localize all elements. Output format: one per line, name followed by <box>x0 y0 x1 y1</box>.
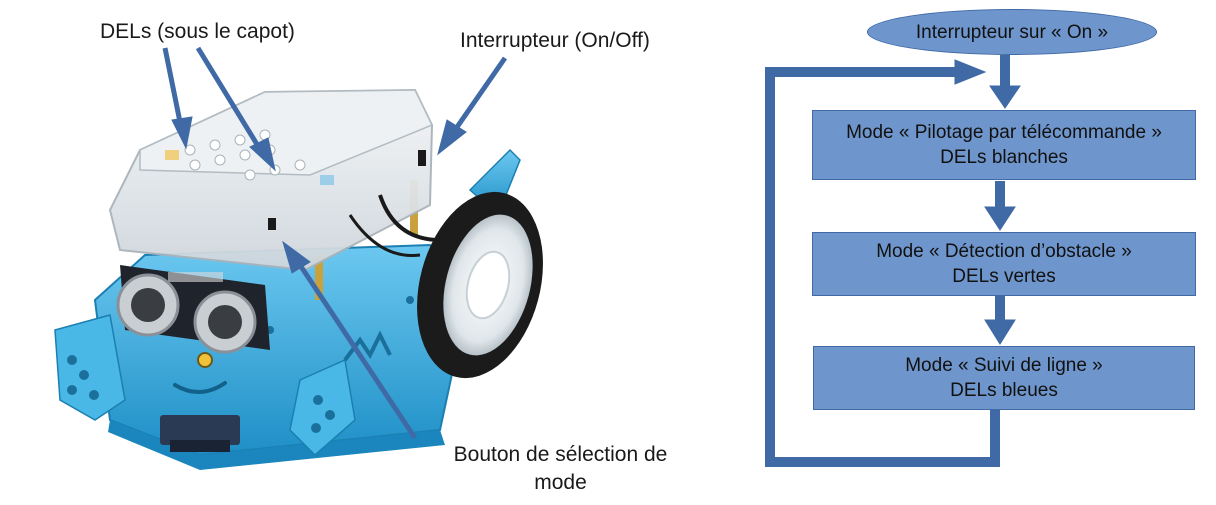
arrowhead-3 <box>984 319 1016 345</box>
arrowhead-1 <box>989 85 1021 109</box>
robot-illustration <box>54 46 543 470</box>
mode-button-label-line2: mode <box>534 471 587 494</box>
switch-label: Interrupteur (On/Off) <box>460 29 650 52</box>
step-3-title: Mode « Suivi de ligne » <box>905 355 1103 376</box>
mode-button-label-line1: Bouton de sélection de <box>453 443 668 466</box>
line-follower-sensor <box>160 415 240 452</box>
wheel <box>417 191 543 379</box>
ultrasonic-sensor <box>116 265 270 368</box>
leds-label: DELs (sous le capot) <box>100 20 295 43</box>
step-2-title: Mode « Détection d’obstacle » <box>876 241 1132 262</box>
annotation-arrows <box>162 46 508 440</box>
step-3-leds: DELs bleues <box>950 380 1058 401</box>
step-1-leds: DELs blanches <box>940 147 1068 168</box>
step-1-title: Mode « Pilotage par télécommande » <box>846 122 1162 143</box>
loop-back-line <box>765 67 1000 467</box>
start-node: Interrupteur sur « On » <box>867 9 1157 55</box>
step-remote-control: Mode « Pilotage par télécommande » DELs … <box>812 110 1196 180</box>
start-node-label: Interrupteur sur « On » <box>915 21 1109 43</box>
step-line-follow: Mode « Suivi de ligne » DELs bleues <box>813 346 1195 410</box>
step-obstacle-detection: Mode « Détection d’obstacle » DELs verte… <box>812 232 1196 296</box>
mode-button-label: Bouton de sélection de mode <box>418 441 703 497</box>
arrowhead-2 <box>984 206 1016 231</box>
loop-arrowhead <box>954 59 987 85</box>
step-2-leds: DELs vertes <box>952 266 1056 287</box>
electronics-case <box>108 88 434 272</box>
